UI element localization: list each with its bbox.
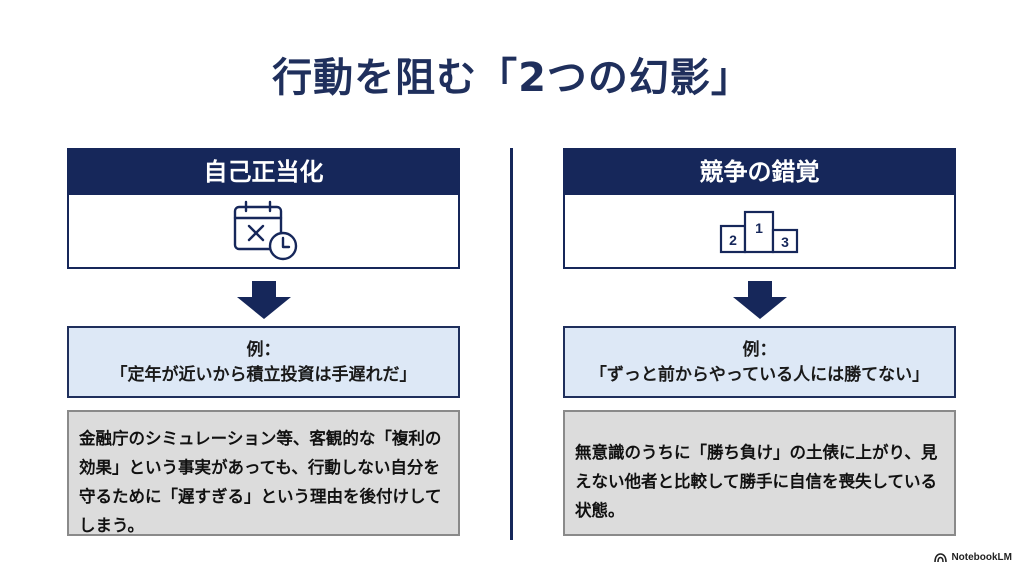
notebooklm-logo: NotebookLM [934,552,1012,563]
example-label: 例： [246,340,281,360]
example-quote: 「ずっと前からやっている人には勝てない」 [589,365,930,385]
podium-label-2: 2 [729,232,737,248]
podium-label-1: 1 [755,220,763,236]
card-icon-box [67,195,460,269]
notebooklm-logo-icon [934,552,948,562]
description-box: 無意識のうちに「勝ち負け」の土俵に上がり、見えない他者と比較して勝手に自信を喪失… [563,410,956,536]
podium-icon: 2 1 3 [719,210,798,254]
card-header: 自己正当化 [67,148,460,196]
example-box: 例： 「定年が近いから積立投資は手遅れだ」 [67,326,460,398]
center-divider [510,148,513,540]
page-title: 行動を阻む「2つの幻影」 [272,55,752,101]
card-icon-box: 2 1 3 [563,195,956,269]
down-arrow-icon [733,281,787,319]
example-quote: 「定年が近いから積立投資は手遅れだ」 [110,365,417,385]
podium-label-3: 3 [781,234,789,250]
calendar-clock-icon [233,200,297,261]
description-box: 金融庁のシミュレーション等、客観的な「複利の効果」という事実があっても、行動しな… [67,410,460,536]
down-arrow-icon [237,281,291,319]
card-header: 競争の錯覚 [563,148,956,196]
example-box: 例： 「ずっと前からやっている人には勝てない」 [563,326,956,398]
example-label: 例： [742,340,777,360]
logo-text: NotebookLM [951,552,1012,563]
